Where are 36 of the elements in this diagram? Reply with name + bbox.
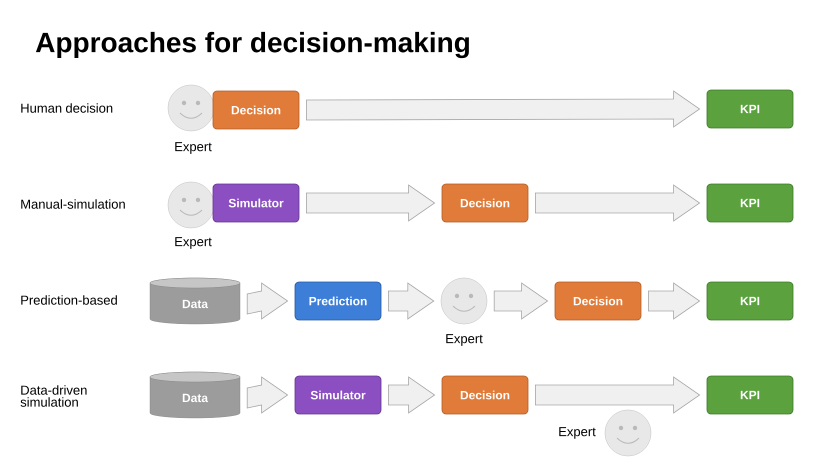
face-icon: [168, 182, 214, 228]
row-label: Prediction-based: [21, 295, 117, 305]
face-icon: [440, 278, 488, 324]
process-box: KPI: [706, 90, 794, 128]
block-arrow: [388, 376, 436, 414]
process-box: Decision: [442, 184, 528, 222]
block-arrow: [246, 376, 288, 414]
process-box: Simulator: [212, 184, 300, 222]
face-caption: Expert: [559, 427, 596, 439]
process-box: Decision: [554, 282, 642, 320]
process-box: KPI: [706, 282, 794, 320]
block-arrow: [306, 90, 700, 128]
block-arrow: [388, 282, 434, 320]
block-arrow: [535, 184, 700, 222]
face-caption: Expert: [446, 334, 483, 346]
process-box: KPI: [706, 184, 794, 222]
process-box: Simulator: [294, 376, 382, 414]
block-arrow: [306, 184, 436, 222]
face-caption: Expert: [175, 237, 212, 249]
face-icon: [604, 410, 652, 456]
process-box: KPI: [706, 376, 794, 414]
block-arrow: [535, 376, 700, 414]
process-box: Decision: [442, 376, 528, 414]
face-caption: Expert: [175, 142, 212, 154]
row-label: Data-driven simulation: [20, 385, 87, 407]
data-cylinder: Data: [150, 278, 240, 324]
process-box: Prediction: [294, 282, 382, 320]
row-label: Human decision: [21, 103, 112, 113]
block-arrow: [648, 282, 700, 320]
title: Approaches for decision-making: [36, 32, 469, 58]
block-arrow: [246, 282, 288, 320]
block-arrow: [494, 282, 548, 320]
face-icon: [168, 84, 214, 132]
process-box: Decision: [212, 90, 300, 130]
row-label: Manual-simulation: [21, 199, 125, 209]
data-cylinder: Data: [150, 372, 240, 418]
